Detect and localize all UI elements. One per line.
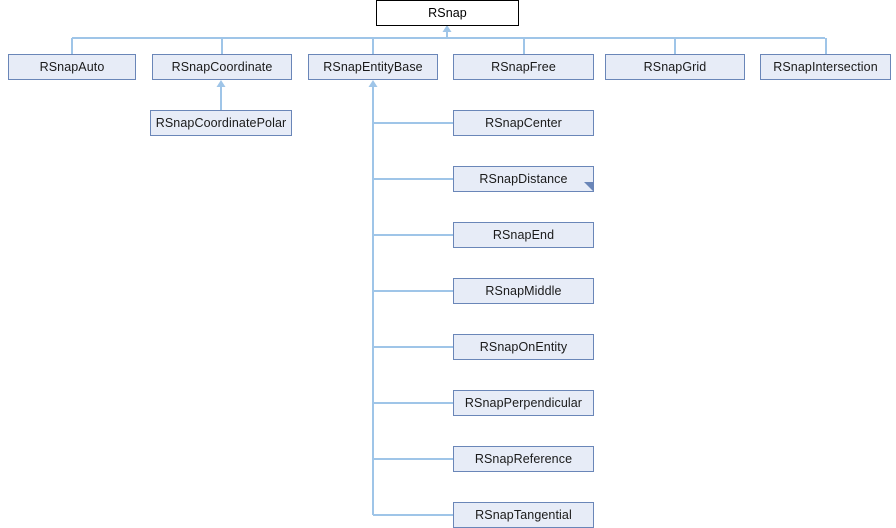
class-node[interactable]: RSnapTangential <box>453 502 594 528</box>
class-node[interactable]: RSnapOnEntity <box>453 334 594 360</box>
class-node-label: RSnapAuto <box>39 60 105 74</box>
class-node[interactable]: RSnapFree <box>453 54 594 80</box>
class-node-label: RSnapEntityBase <box>323 60 423 74</box>
class-node-label: RSnapReference <box>474 452 573 466</box>
inheritance-arrowhead-icon <box>216 80 226 87</box>
class-node[interactable]: RSnapPerpendicular <box>453 390 594 416</box>
class-node[interactable]: RSnapCoordinatePolar <box>150 110 292 136</box>
class-node-label: RSnapEnd <box>492 228 555 242</box>
class-node-label: RSnapCoordinatePolar <box>155 116 287 130</box>
class-node-label: RSnapOnEntity <box>479 340 568 354</box>
inheritance-arrowhead-icon <box>368 80 378 87</box>
class-node-label: RSnapGrid <box>643 60 707 74</box>
class-node[interactable]: RSnapAuto <box>8 54 136 80</box>
class-node[interactable]: RSnapDistance <box>453 166 594 192</box>
class-node-root[interactable]: RSnap <box>376 0 519 26</box>
class-node[interactable]: RSnapCenter <box>453 110 594 136</box>
class-node-label: RSnapIntersection <box>773 60 878 74</box>
class-node-label: RSnapMiddle <box>485 284 562 298</box>
class-node[interactable]: RSnapIntersection <box>760 54 891 80</box>
class-node[interactable]: RSnapMiddle <box>453 278 594 304</box>
class-node-label: RSnapFree <box>491 60 556 74</box>
class-node[interactable]: RSnapEntityBase <box>308 54 438 80</box>
inheritance-arrowhead-icon <box>442 25 452 32</box>
class-node-label: RSnapCenter <box>485 116 562 130</box>
class-node-label: RSnapDistance <box>479 172 568 186</box>
class-node-label: RSnap <box>428 6 467 20</box>
class-node[interactable]: RSnapCoordinate <box>152 54 292 80</box>
class-node[interactable]: RSnapEnd <box>453 222 594 248</box>
class-node[interactable]: RSnapGrid <box>605 54 745 80</box>
class-node-label: RSnapTangential <box>475 508 572 522</box>
class-node[interactable]: RSnapReference <box>453 446 594 472</box>
class-node-label: RSnapCoordinate <box>171 60 273 74</box>
class-node-label: RSnapPerpendicular <box>464 396 583 410</box>
